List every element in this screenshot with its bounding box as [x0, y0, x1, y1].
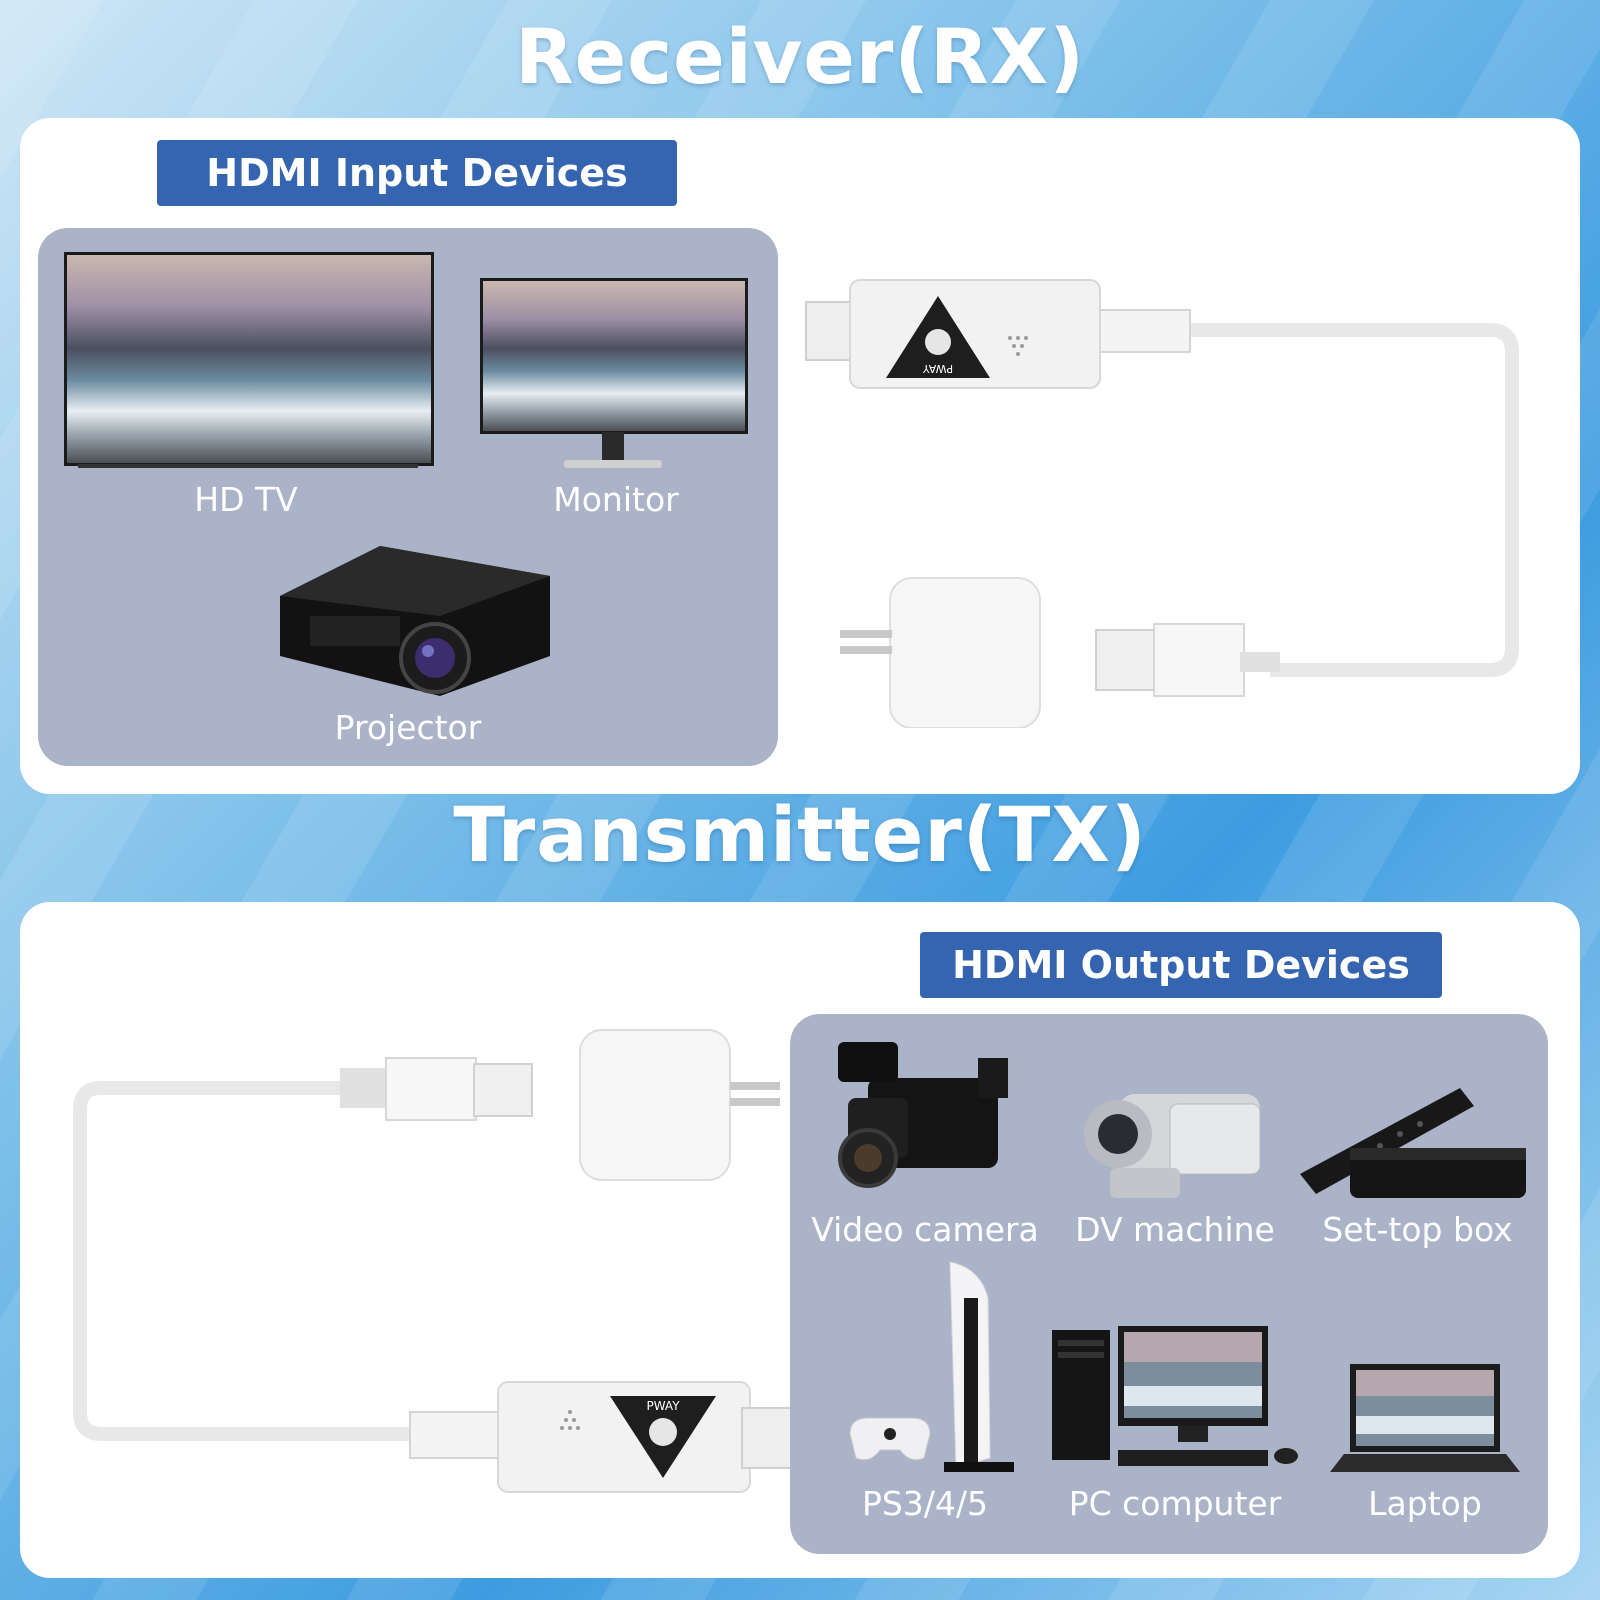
receiver-title: Receiver(RX) [515, 12, 1085, 101]
video-camera-image [828, 1038, 1018, 1208]
tv-stand [78, 464, 418, 468]
projector-image [270, 546, 550, 696]
projector-label: Projector [334, 708, 482, 747]
pc-computer-label: PC computer [1068, 1484, 1282, 1523]
transmitter-panel: HDMI Output Devices PWAY [20, 902, 1580, 1578]
input-devices-box: HD TV Monitor Projector [38, 228, 778, 766]
hd-tv-image [64, 252, 434, 466]
monitor-label: Monitor [553, 480, 679, 519]
set-top-box-image [1300, 1084, 1530, 1204]
dv-machine-image [1080, 1064, 1270, 1214]
monitor-neck [602, 432, 624, 462]
transmitter-cable-diagram: PWAY [73, 1029, 795, 1493]
receiver-cable-diagram: PWAY [805, 279, 1519, 728]
output-devices-box: Video camera DV machine Set-top box [790, 1014, 1548, 1554]
ps5-image [840, 1258, 1030, 1478]
monitor-image [480, 278, 748, 434]
ps-label: PS3/4/5 [861, 1484, 989, 1523]
laptop-label: Laptop [1368, 1484, 1482, 1523]
video-camera-label: Video camera [811, 1210, 1039, 1249]
tx-dongle-brand: PWAY [646, 1399, 680, 1413]
set-top-box-label: Set-top box [1322, 1210, 1513, 1249]
dv-machine-label: DV machine [1075, 1210, 1275, 1249]
pc-computer-image [1048, 1326, 1310, 1476]
hdmi-output-devices-badge: HDMI Output Devices [920, 932, 1442, 998]
receiver-panel: HDMI Input Devices HD TV Monitor Project… [20, 118, 1580, 794]
rx-dongle-brand: PWAY [923, 362, 954, 375]
hdmi-input-devices-badge: HDMI Input Devices [157, 140, 677, 206]
laptop-image [1330, 1364, 1520, 1479]
hd-tv-label: HD TV [194, 480, 298, 519]
monitor-base [564, 460, 662, 468]
transmitter-title: Transmitter(TX) [453, 790, 1147, 879]
